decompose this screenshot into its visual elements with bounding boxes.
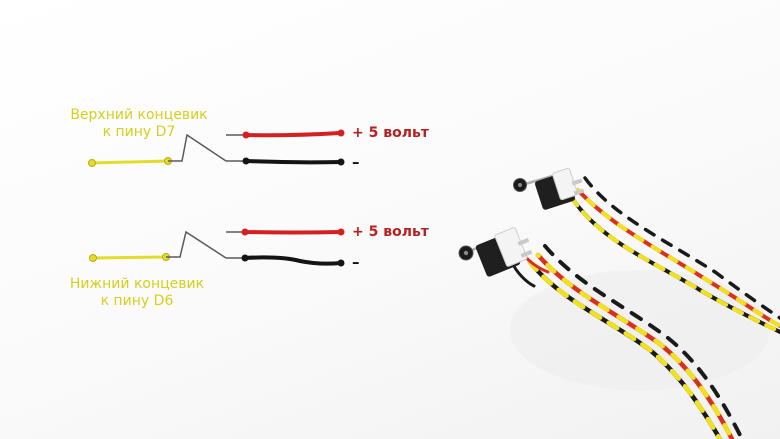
upper-switch-cable	[570, 176, 780, 334]
top-plus-terminal-left	[242, 131, 250, 139]
top-switch-label-line2: к пину D7	[102, 124, 176, 140]
bottom-switch-schematic	[89, 228, 345, 267]
top-signal-wire	[91, 159, 169, 165]
top-plus-label: + 5 вольт	[352, 125, 429, 141]
limit-switches-photo	[458, 167, 780, 439]
top-plus-wire	[244, 131, 342, 138]
bottom-switch-label-line1: Нижний концевик	[69, 276, 205, 292]
bottom-switch-label: Нижний концевик к пину D6	[62, 276, 212, 310]
top-ground-terminal-right	[337, 158, 345, 166]
bottom-switch-label-line2: к пину D6	[100, 293, 174, 309]
top-switch-label: Верхний концевик к пину D7	[64, 107, 214, 141]
lower-limit-switch	[458, 227, 533, 277]
bottom-ground-terminal-right	[337, 259, 345, 267]
top-plus-terminal-right	[337, 129, 345, 137]
bottom-minus-label: –	[352, 253, 360, 271]
bottom-plus-terminal-right	[337, 228, 345, 236]
upper-limit-switch	[513, 167, 585, 210]
bottom-plus-label: + 5 вольт	[352, 224, 429, 240]
lower-switch-cable	[510, 244, 744, 439]
top-switch-label-line1: Верхний концевик	[70, 107, 208, 123]
top-ground-wire	[244, 159, 343, 165]
bottom-ground-wire	[243, 255, 343, 266]
bottom-signal-wire	[92, 255, 167, 260]
top-switch-schematic	[88, 129, 345, 167]
bottom-plus-wire	[243, 230, 343, 235]
top-minus-label: –	[352, 153, 360, 171]
bottom-ground-terminal-left	[241, 254, 249, 262]
bottom-switch-lever	[166, 230, 227, 259]
bottom-plus-terminal-left	[241, 228, 249, 236]
top-signal-terminal-left	[88, 159, 96, 167]
bottom-signal-terminal-left	[89, 254, 97, 262]
top-switch-lever	[168, 133, 227, 162]
top-ground-terminal-left	[242, 157, 250, 165]
